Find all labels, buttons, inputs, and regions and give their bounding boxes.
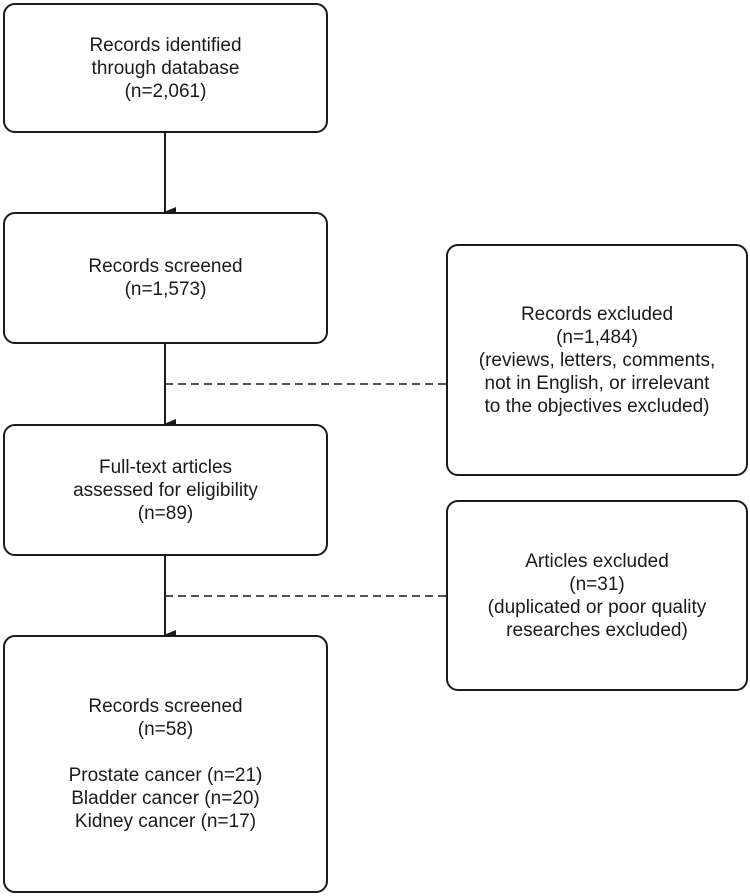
box-articles-excluded-line-1: Articles excluded [525,550,669,572]
box-records-identified-line-1: Records identified [89,34,242,56]
box-records-screened-line-2: (n=1,573) [124,279,207,300]
box-articles-excluded: Articles excluded (n=31) (duplicated or … [446,500,748,691]
box-records-excluded-line-5: to the objectives excluded) [484,395,710,417]
box-records-identified: Records identified through database (n=2… [3,3,328,133]
box-final-records: Records screened (n=58) Prostate cancer … [3,635,328,893]
box-records-excluded: Records excluded (n=1,484) (reviews, let… [446,244,748,476]
subgroup-prostate: Prostate cancer (n=21) [68,765,263,786]
box-records-identified-line-2: through database [91,57,240,79]
box-articles-excluded-line-3: (duplicated or poor quality [487,596,707,618]
box-records-screened: Records screened (n=1,573) [3,212,328,344]
box-records-identified-line-3: (n=2,061) [124,80,207,102]
box-records-excluded-line-4: not in English, or irrelevant [484,372,710,394]
box-fulltext-line-2: assessed for eligibility [73,479,258,501]
box-articles-excluded-line-2: (n=31) [569,573,625,595]
box-fulltext-line-1: Full-text articles [98,456,233,478]
box-records-excluded-line-1: Records excluded [520,303,674,325]
box-records-excluded-line-2: (n=1,484) [556,326,638,348]
box-records-excluded-line-3: (reviews, letters, comments, [478,349,716,371]
box-final-line-2: (n=58) [137,719,194,740]
box-fulltext-line-3: (n=89) [137,502,194,524]
subgroup-kidney: Kidney cancer (n=17) [74,811,257,832]
subgroup-bladder: Bladder cancer (n=20) [71,788,260,809]
box-records-screened-line-1: Records screened [88,256,243,277]
box-final-line-1: Records screened [88,696,243,717]
box-fulltext-assessed: Full-text articles assessed for eligibil… [3,424,328,556]
box-articles-excluded-line-4: researches excluded) [506,619,688,641]
